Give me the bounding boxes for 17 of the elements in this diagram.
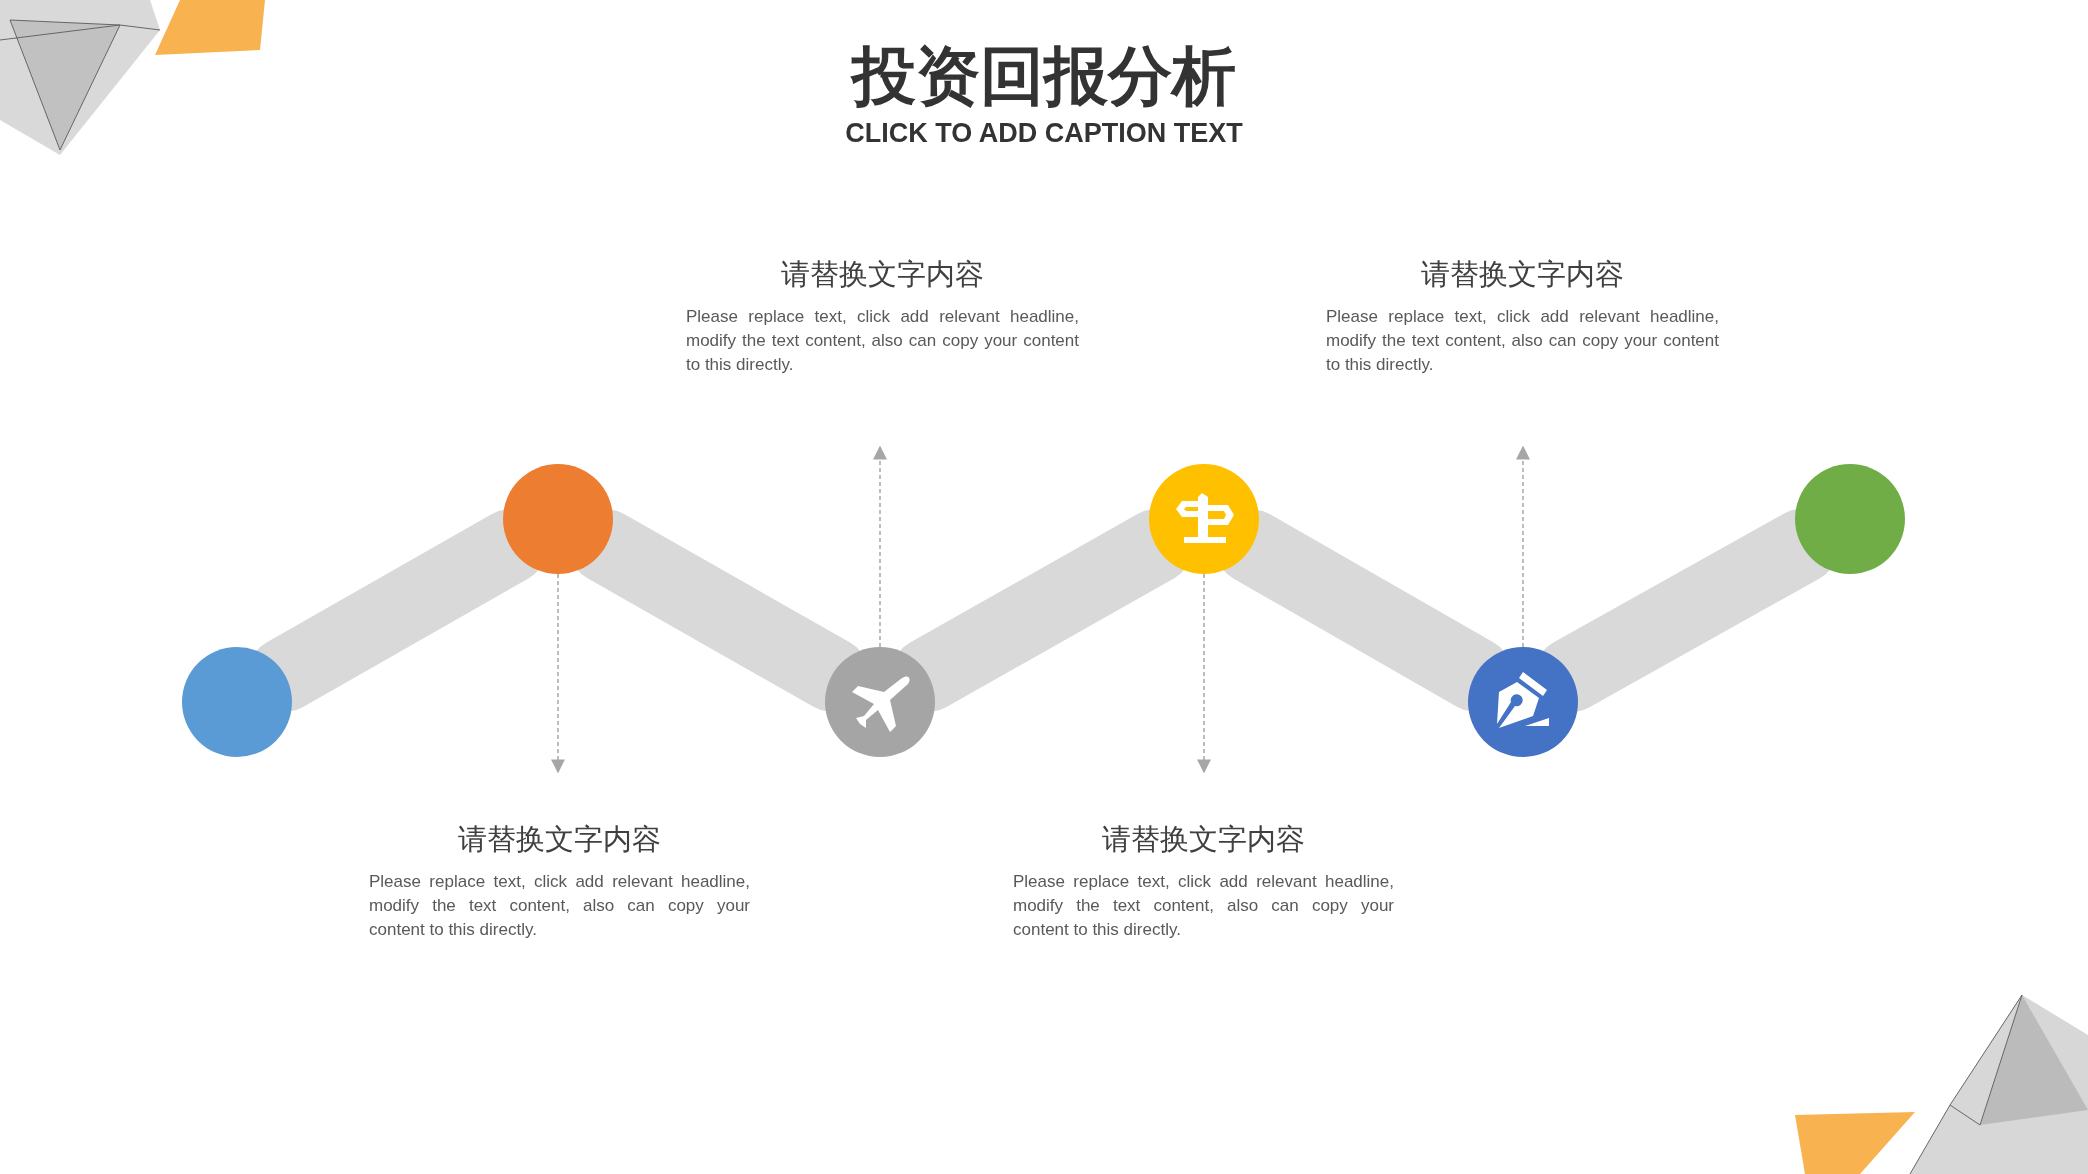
arrow (1197, 573, 1211, 774)
step-heading: 请替换文字内容 (1420, 256, 1625, 293)
step-description: Please replace text, click add relevant headline, modify the text content, also can copy your content to this directly. (1013, 871, 1394, 941)
step-heading: 请替换文字内容 (1101, 821, 1306, 858)
step-circle (1795, 464, 1905, 574)
title: 投资回报分析 (852, 38, 1236, 114)
step-heading: 请替换文字内容 (457, 821, 662, 858)
arrow (873, 445, 887, 648)
arrow (1516, 445, 1530, 648)
step-description: Please replace text, click add relevant headline, modify the text content, also can copy your content to this directly. (369, 871, 750, 941)
step-circle (182, 647, 292, 757)
arrow (551, 573, 565, 774)
caption: CLICK TO ADD CAPTION TEXT (845, 118, 1243, 149)
step-heading: 请替换文字内容 (780, 256, 985, 293)
step-description: Please replace text, click add relevant headline, modify the text content, also can copy your content to this directly. (1326, 306, 1719, 376)
step-description: Please replace text, click add relevant headline, modify the text content, also can copy your content to this directly. (686, 306, 1079, 376)
step-circle (503, 464, 613, 574)
